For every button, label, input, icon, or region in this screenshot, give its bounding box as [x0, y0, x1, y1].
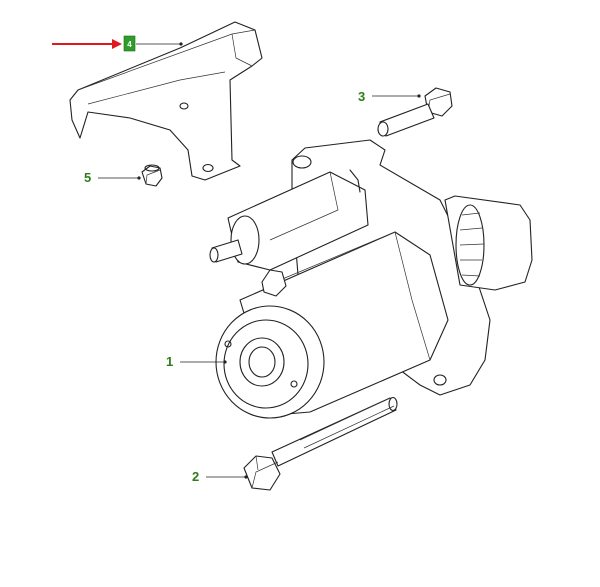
nut-part-5	[141, 164, 163, 187]
heat-shield	[69, 21, 263, 181]
part-4-badge: 4	[123, 35, 136, 52]
starter-motor	[209, 139, 533, 419]
callout-part-3: 3	[358, 89, 421, 104]
callout-part-1: 1	[166, 354, 227, 369]
bolt-part-3	[377, 87, 453, 137]
highlight-arrow	[52, 39, 122, 49]
callout-label-1: 1	[166, 354, 173, 369]
leader-dot-part-4	[179, 42, 183, 46]
callout-part-5: 5	[84, 170, 141, 185]
callout-part-2: 2	[192, 469, 248, 484]
bolt-part-2	[243, 396, 398, 491]
callout-label-3: 3	[358, 89, 365, 104]
callout-label-5: 5	[84, 170, 91, 185]
badge-label: 4	[127, 40, 132, 49]
callout-label-2: 2	[192, 469, 199, 484]
